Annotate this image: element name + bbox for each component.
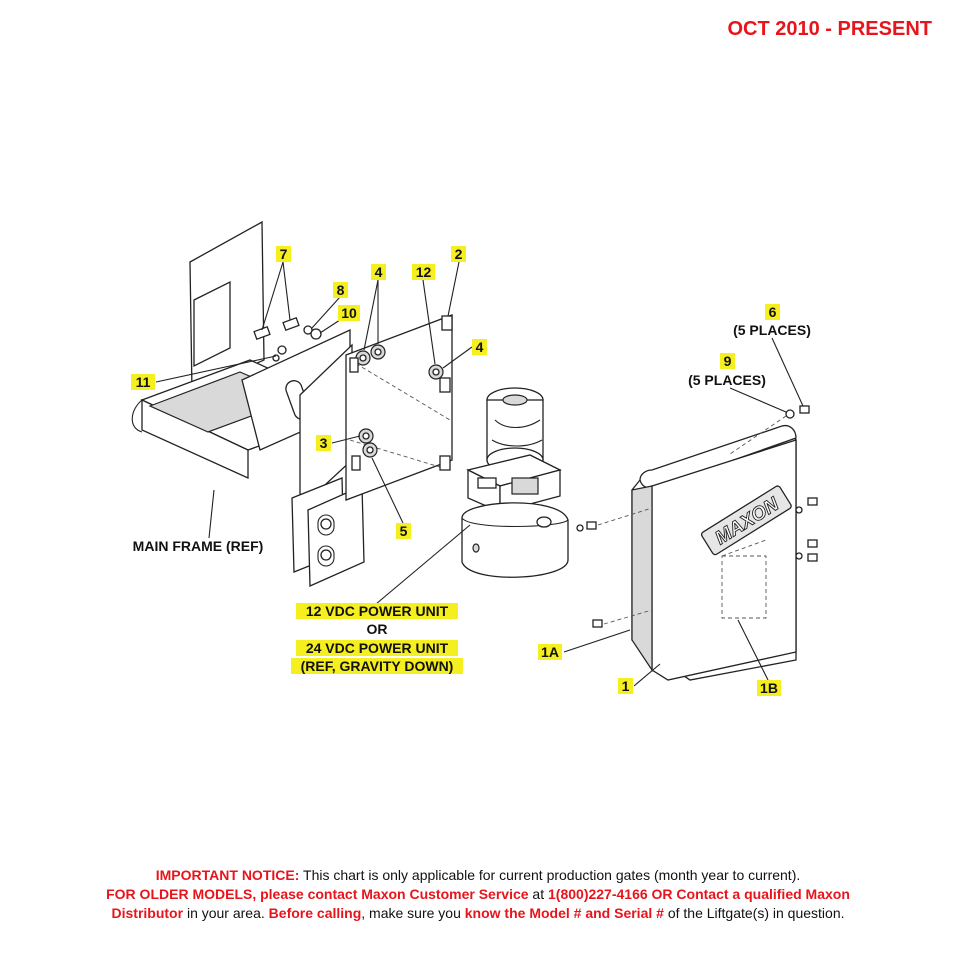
power-unit-24v-label: 24 VDC POWER UNIT <box>306 640 449 656</box>
callout-5: 5 <box>396 523 411 539</box>
svg-text:1B: 1B <box>760 680 778 696</box>
callout-7: 7 <box>276 246 291 262</box>
callout-1B: 1B <box>757 680 781 696</box>
power-unit-drawing <box>461 387 569 578</box>
svg-text:10: 10 <box>341 305 357 321</box>
svg-text:4: 4 <box>476 339 484 355</box>
callout-6-note: (5 PLACES) <box>733 322 811 338</box>
callout-8: 8 <box>333 282 348 298</box>
svg-text:11: 11 <box>136 374 151 390</box>
svg-text:4: 4 <box>375 264 383 280</box>
important-notice: IMPORTANT NOTICE: This chart is only app… <box>40 866 916 923</box>
callout-1A: 1A <box>538 644 562 660</box>
main-frame-label: MAIN FRAME (REF) <box>133 538 264 554</box>
callout-3: 3 <box>316 435 331 451</box>
callout-9-note: (5 PLACES) <box>688 372 766 388</box>
callout-2: 2 <box>451 246 466 262</box>
notice-line-3: Distributor in your area. Before calling… <box>111 905 845 921</box>
callout-6: 6 (5 PLACES) <box>733 304 811 338</box>
svg-text:9: 9 <box>724 353 732 369</box>
svg-text:3: 3 <box>320 435 328 451</box>
callout-9: 9 (5 PLACES) <box>688 353 766 388</box>
notice-line-2: FOR OLDER MODELS, please contact Maxon C… <box>106 886 850 902</box>
svg-text:5: 5 <box>400 523 408 539</box>
svg-text:8: 8 <box>337 282 345 298</box>
or-label: OR <box>367 621 388 637</box>
callout-4-right: 4 <box>472 339 487 355</box>
callout-11: 11 <box>131 374 155 390</box>
power-unit-12v-label: 12 VDC POWER UNIT <box>306 603 449 619</box>
cover-drawing: MAXON <box>576 405 818 681</box>
notice-line-1: IMPORTANT NOTICE: This chart is only app… <box>155 867 801 883</box>
svg-text:2: 2 <box>455 246 463 262</box>
callout-12: 12 <box>412 264 435 280</box>
svg-text:6: 6 <box>769 304 777 320</box>
svg-text:7: 7 <box>280 246 288 262</box>
fastener-group <box>253 315 453 471</box>
callout-10: 10 <box>338 305 360 321</box>
svg-text:12: 12 <box>416 264 432 280</box>
svg-text:1: 1 <box>622 678 630 694</box>
leader-lines <box>155 261 804 687</box>
callout-1: 1 <box>618 678 633 694</box>
gravity-down-label: (REF, GRAVITY DOWN) <box>301 658 454 674</box>
date-range-label: OCT 2010 - PRESENT <box>727 18 932 40</box>
svg-text:1A: 1A <box>541 644 559 660</box>
callout-4-top: 4 <box>371 264 386 280</box>
cover-screws <box>576 405 818 628</box>
